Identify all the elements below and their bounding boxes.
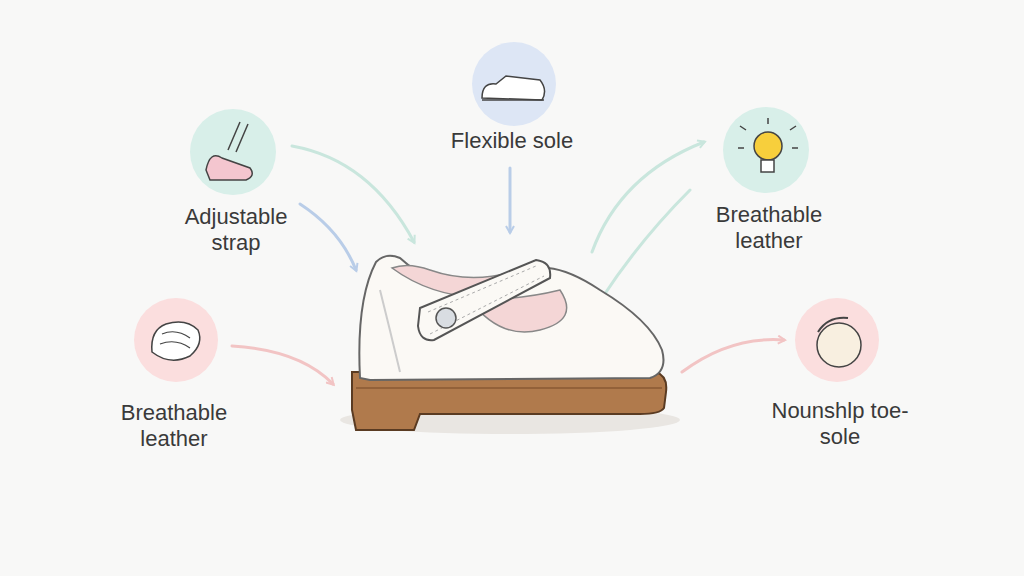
leader-arrows bbox=[232, 142, 784, 384]
leather-icon bbox=[134, 298, 218, 382]
feature-label: Nounshlp toe-sole bbox=[770, 398, 910, 450]
feature-label: Adjustable strap bbox=[161, 204, 311, 256]
bulb-icon bbox=[723, 107, 809, 193]
label-box: Nounshlp toe-sole bbox=[770, 398, 910, 450]
feature-label: Flexible sole bbox=[451, 128, 573, 154]
sole-icon bbox=[472, 42, 556, 126]
label-box: Breathable leather bbox=[99, 400, 249, 452]
feature-label: Breathable leather bbox=[99, 400, 249, 452]
shoe bbox=[340, 256, 680, 434]
feature-label: Breathable leather bbox=[694, 202, 844, 254]
label-box: Adjustable strap bbox=[161, 204, 311, 256]
toe-icon bbox=[795, 298, 879, 382]
label-box: Flexible sole bbox=[402, 128, 622, 154]
strap-icon bbox=[190, 109, 276, 195]
label-box: Breathable leather bbox=[694, 202, 844, 254]
